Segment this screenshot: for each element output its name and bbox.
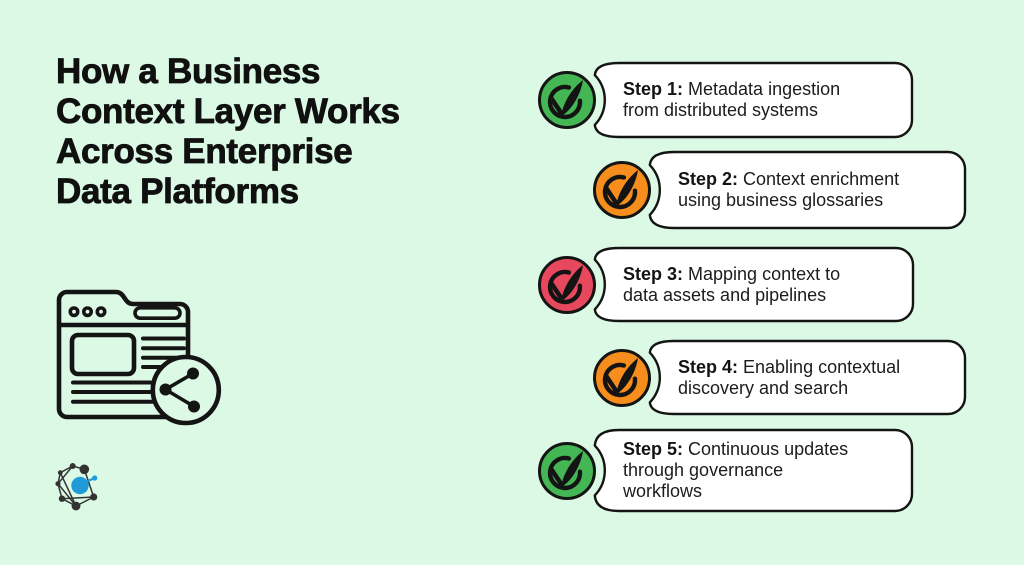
step-card-bubble bbox=[593, 246, 915, 323]
step-text: Step 4:Enabling contextual discovery and… bbox=[648, 341, 955, 414]
step-row: Step 4:Enabling contextual discovery and… bbox=[593, 339, 967, 416]
browser-window-share-icon bbox=[56, 289, 222, 426]
logo-nodes bbox=[55, 463, 98, 511]
step-description: Metadata ingestion from distributed syst… bbox=[623, 79, 841, 120]
step-text: Step 1:Metadata ingestion from distribut… bbox=[593, 63, 902, 137]
step-label: Step 3: bbox=[623, 263, 684, 284]
step-row: Step 3:Mapping context to data assets an… bbox=[538, 246, 915, 323]
check-badge-icon bbox=[538, 71, 596, 129]
logo-blue-node bbox=[71, 476, 89, 495]
step-text: Step 2:Context enrichment using business… bbox=[648, 152, 955, 228]
step-row: Step 5:Continuous updates through govern… bbox=[538, 428, 914, 513]
step-text: Step 3:Mapping context to data assets an… bbox=[593, 248, 903, 321]
step-row: Step 2:Context enrichment using business… bbox=[593, 150, 967, 230]
step-description: Context enrichment using business glossa… bbox=[678, 169, 900, 210]
browser-content-box bbox=[69, 332, 137, 377]
browser-tab-dots bbox=[68, 306, 107, 318]
step-row: Step 1:Metadata ingestion from distribut… bbox=[538, 61, 914, 139]
step-card-bubble bbox=[648, 150, 967, 230]
share-bubble-icon bbox=[150, 354, 222, 426]
browser-url-pill bbox=[133, 305, 182, 320]
step-label: Step 4: bbox=[678, 356, 739, 377]
step-label: Step 5: bbox=[623, 439, 684, 459]
check-badge-icon bbox=[593, 161, 651, 219]
bottom-strip bbox=[0, 565, 1024, 569]
step-label: Step 2: bbox=[678, 169, 739, 189]
network-graph-logo bbox=[55, 463, 98, 511]
page-title: How a Business Context Layer Works Acros… bbox=[56, 52, 401, 212]
check-badge-icon bbox=[593, 348, 651, 407]
steps-list: Step 1:Metadata ingestion from distribut… bbox=[538, 61, 1024, 513]
step-card-bubble bbox=[593, 428, 914, 513]
step-card-bubble bbox=[648, 339, 967, 416]
step-label: Step 1: bbox=[623, 79, 684, 99]
step-description: Enabling contextual discovery and search bbox=[678, 356, 901, 398]
step-description: Continuous updates through governance wo… bbox=[623, 439, 849, 501]
check-badge-icon bbox=[538, 441, 596, 500]
step-card-bubble bbox=[593, 61, 914, 139]
step-text: Step 5:Continuous updates through govern… bbox=[593, 430, 902, 511]
check-badge-icon bbox=[538, 255, 596, 314]
step-description: Mapping context to data assets and pipel… bbox=[623, 263, 841, 305]
logo-blue-satellite bbox=[92, 475, 98, 481]
